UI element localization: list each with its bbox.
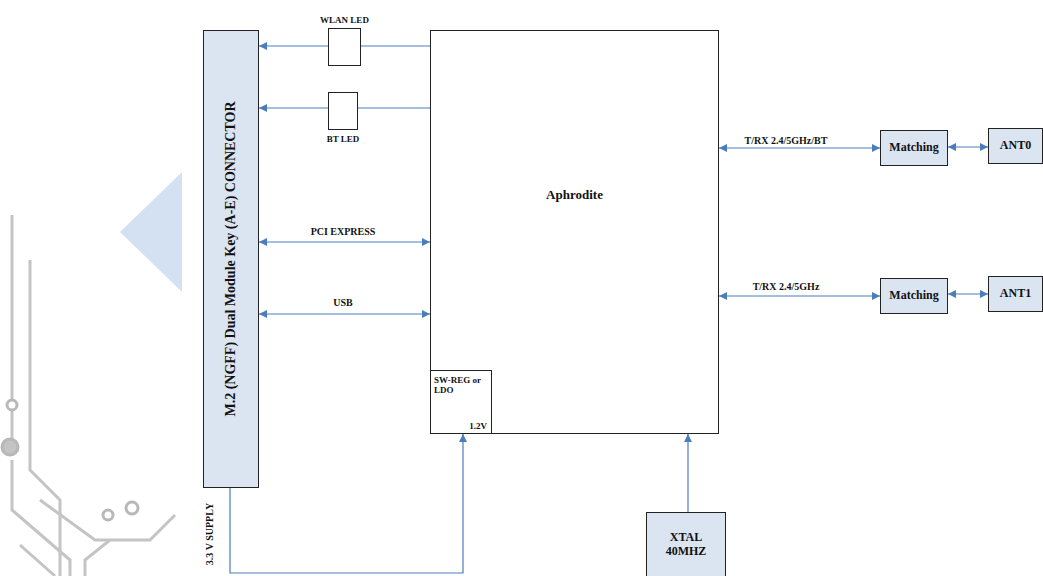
signal-label: 3.3 V SUPPLY: [204, 501, 215, 567]
chip-box: AphroditeSW-REG or LDO 1.2V: [430, 30, 719, 434]
pad: [126, 502, 138, 514]
voltage-label: 1.2V: [469, 421, 487, 431]
signal-arrow: [230, 434, 463, 573]
signal-arrow: [259, 107, 328, 108]
signal-arrow: [259, 313, 430, 314]
watermark-chevron: [120, 172, 182, 292]
trace: [40, 500, 175, 540]
signal-arrow: [948, 146, 988, 147]
node-label: Aphrodite: [431, 188, 718, 203]
antenna-box: ANT0: [988, 128, 1043, 164]
pad: [2, 439, 18, 455]
connector-box: M.2 (NGFF) Dual Module Key (A-E) CONNECT…: [203, 30, 259, 488]
node-label: WLAN LED: [320, 15, 369, 25]
circuit-pads: [2, 400, 138, 520]
signal-arrow: [361, 45, 430, 46]
led-box: WLAN LED: [328, 28, 361, 66]
trace: [12, 460, 70, 576]
signal-label: PCI EXPRESS: [309, 226, 378, 237]
node-label: SW-REG or LDO: [434, 375, 489, 396]
pad: [7, 400, 17, 410]
node-label: Matching: [889, 289, 938, 303]
signal-arrow: [259, 45, 328, 46]
node-label: ANT0: [1000, 139, 1031, 153]
node-label: ANT1: [1000, 287, 1031, 301]
matching-box: Matching: [880, 278, 948, 314]
antenna-box: ANT1: [988, 276, 1043, 312]
regulator-box: SW-REG or LDO 1.2V: [430, 370, 492, 434]
pad: [103, 510, 113, 520]
node-label: Matching: [889, 141, 938, 155]
signal-label: T/RX 2.4/5GHz: [751, 281, 822, 292]
circuit-traces: [12, 215, 175, 576]
signal-arrow: [259, 241, 430, 242]
signal-arrow: [358, 107, 430, 108]
matching-box: Matching: [880, 130, 948, 166]
signal-label: T/RX 2.4/5GHz/BT: [743, 135, 830, 146]
signal-arrow: [719, 147, 880, 148]
signal-arrow: [687, 434, 688, 512]
trace: [85, 540, 110, 576]
crystal-box: XTAL 40MHZ: [646, 512, 726, 576]
signal-label: USB: [331, 297, 354, 308]
signal-arrow: [719, 295, 880, 296]
led-box: BT LED: [328, 92, 358, 130]
node-label: XTAL 40MHZ: [660, 531, 712, 559]
node-label: BT LED: [327, 134, 360, 144]
signal-arrow: [948, 293, 988, 294]
node-label: M.2 (NGFF) Dual Module Key (A-E) CONNECT…: [223, 101, 239, 416]
trace: [20, 545, 55, 576]
